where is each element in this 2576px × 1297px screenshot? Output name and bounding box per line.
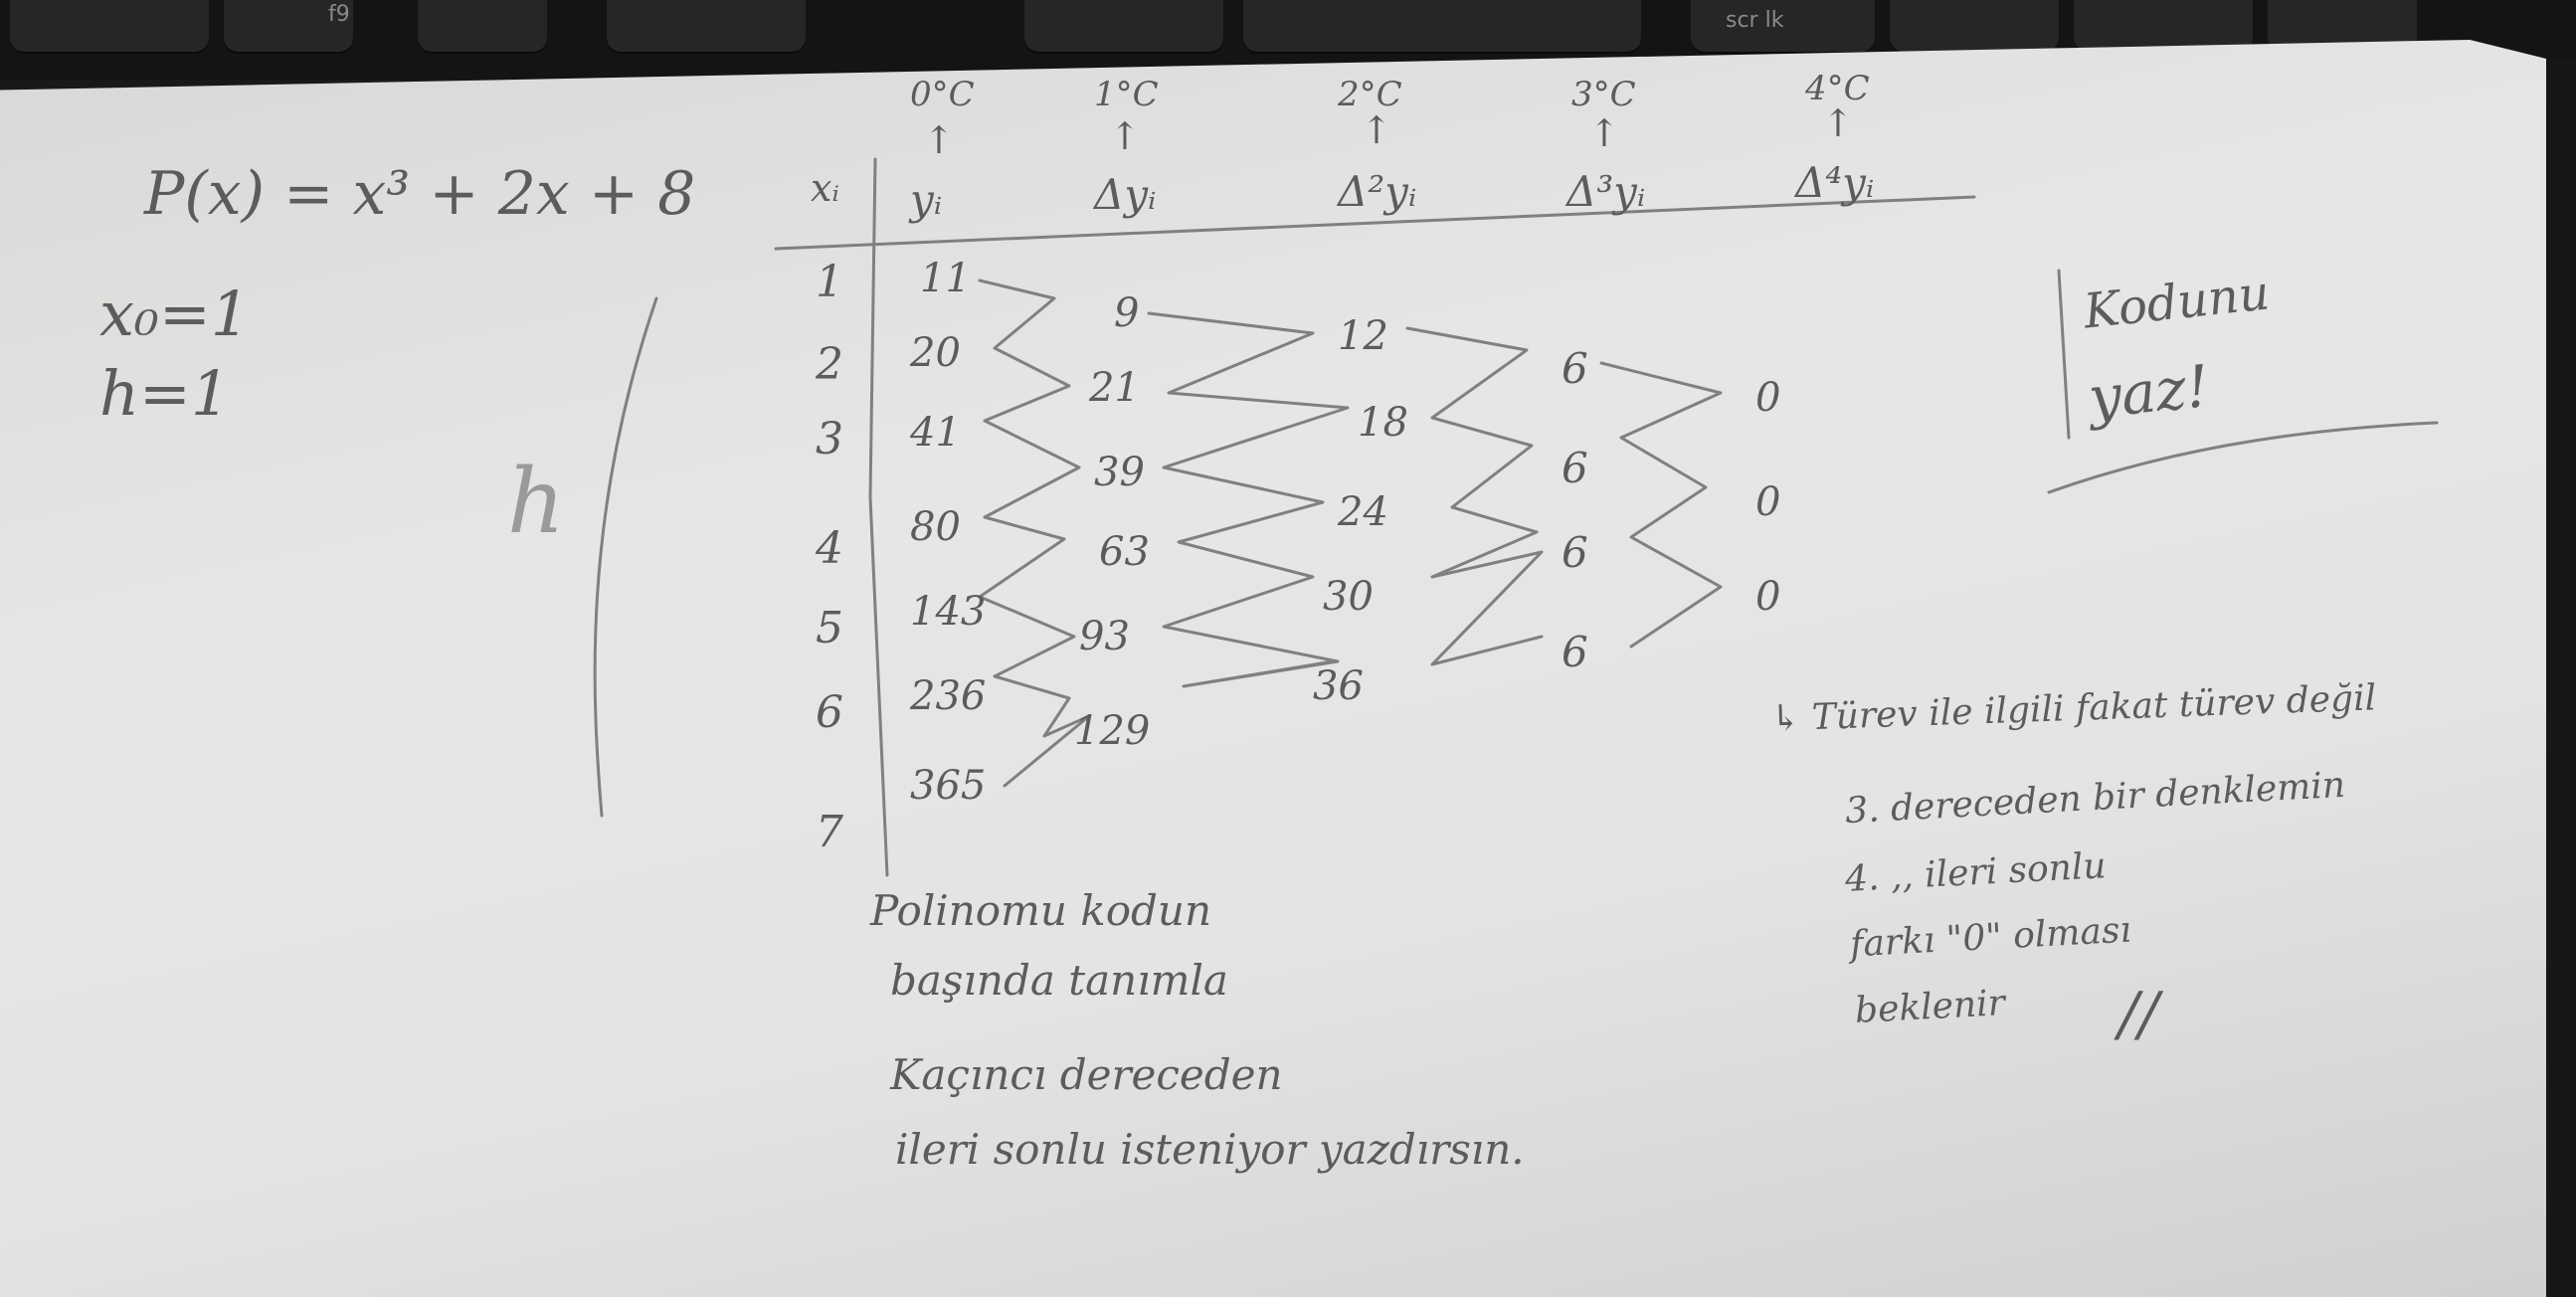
box-stroke — [2047, 269, 2439, 494]
arrow-up-icon: ↑ — [1822, 101, 1854, 145]
side-h-mark: h — [507, 450, 565, 554]
arrow-up-icon: ↑ — [923, 118, 955, 162]
d1-value-6: 129 — [1074, 708, 1151, 754]
d4-value-1: 0 — [1755, 375, 1781, 421]
polynomial-definition: P(x) = x³ + 2x + 8 — [144, 159, 696, 229]
arrow-up-icon: ↑ — [1109, 114, 1141, 158]
bottom-note-line-2: başında tanımla — [890, 956, 1228, 1005]
keyboard-key — [1243, 0, 1641, 52]
d2-value-4: 30 — [1323, 574, 1374, 620]
y-value-4: 80 — [910, 504, 961, 550]
d3-value-2: 6 — [1562, 444, 1588, 492]
d1-value-1: 9 — [1114, 290, 1140, 336]
x-value-4: 4 — [816, 523, 843, 574]
d2-value-3: 24 — [1338, 489, 1388, 535]
d1-value-3: 39 — [1094, 450, 1145, 495]
y-value-6: 236 — [910, 673, 987, 719]
keyboard-key — [607, 0, 806, 52]
keyboard-key — [1691, 0, 1875, 52]
d2-value-1: 12 — [1338, 313, 1388, 359]
keyboard-key — [2074, 0, 2253, 52]
y-value-7: 365 — [910, 763, 987, 809]
bottom-note-line-3: Kaçıncı dereceden — [890, 1050, 1283, 1099]
bracket-stroke — [593, 296, 658, 818]
d2-value-2: 18 — [1358, 400, 1408, 446]
column-order-1: 1°C — [1094, 75, 1159, 114]
zigzag-d3-to-d4 — [1599, 361, 1723, 648]
keyboard-key — [418, 0, 547, 52]
zigzag-d2-to-d3 — [1405, 326, 1544, 666]
column-symbol-2: Δ²yᵢ — [1338, 167, 1417, 216]
arrow-up-icon: ↑ — [1361, 108, 1392, 152]
keyboard-key — [224, 0, 353, 52]
d3-value-3: 6 — [1562, 528, 1588, 577]
box-text-line-2: yaz! — [2085, 351, 2213, 433]
table-column-rule — [868, 157, 889, 877]
y-value-2: 20 — [910, 330, 961, 376]
column-symbol-0: yᵢ — [910, 175, 943, 224]
paper-sheet — [0, 40, 2546, 1297]
zigzag-y-to-d1 — [978, 278, 1091, 788]
key-label-f9: f9 — [328, 2, 350, 27]
d4-value-3: 0 — [1755, 574, 1781, 620]
table-header-rule — [774, 195, 1976, 251]
x-value-6: 6 — [816, 687, 843, 738]
keyboard-key — [10, 0, 209, 52]
key-label-scroll-lock: scr lk — [1726, 8, 1784, 33]
x0-value: x₀=1 — [99, 278, 251, 350]
column-symbol-4: Δ⁴yᵢ — [1795, 158, 1875, 207]
column-symbol-1: Δyᵢ — [1094, 170, 1157, 219]
y-value-5: 143 — [910, 589, 987, 635]
right-note-line-5: beklenir — [1854, 983, 2006, 1031]
x-column-header: xᵢ — [811, 166, 840, 210]
d2-value-5: 36 — [1313, 663, 1364, 709]
zigzag-d1-to-d2 — [1147, 311, 1350, 688]
bottom-note-line-4: ileri sonlu isteniyor yazdırsın. — [895, 1125, 1525, 1174]
x-value-1: 1 — [816, 257, 843, 307]
d1-value-4: 63 — [1099, 529, 1150, 575]
arrow-up-icon: ↑ — [1588, 111, 1620, 155]
d3-value-4: 6 — [1562, 628, 1588, 676]
d4-value-2: 0 — [1755, 479, 1781, 525]
x-value-7: 7 — [816, 807, 843, 857]
y-value-3: 41 — [910, 410, 961, 456]
step-size-value: h=1 — [99, 357, 231, 430]
right-note-mark: // — [2118, 980, 2159, 1049]
column-order-4: 4°C — [1805, 69, 1870, 108]
column-symbol-3: Δ³yᵢ — [1566, 167, 1646, 216]
keyboard-key — [1890, 0, 2059, 52]
d1-value-5: 93 — [1079, 614, 1130, 659]
x-value-3: 3 — [816, 414, 843, 464]
column-order-3: 3°C — [1571, 75, 1636, 114]
d3-value-1: 6 — [1562, 344, 1588, 393]
x-value-2: 2 — [816, 339, 843, 390]
d1-value-2: 21 — [1089, 365, 1140, 411]
column-order-0: 0°C — [910, 75, 975, 114]
keyboard-background: f9 scr lk — [0, 0, 2576, 80]
bottom-note-line-1: Polinomu kodun — [870, 886, 1211, 935]
column-order-2: 2°C — [1338, 75, 1402, 114]
x-value-5: 5 — [816, 603, 843, 653]
keyboard-key — [1024, 0, 1223, 52]
y-value-1: 11 — [920, 256, 971, 301]
